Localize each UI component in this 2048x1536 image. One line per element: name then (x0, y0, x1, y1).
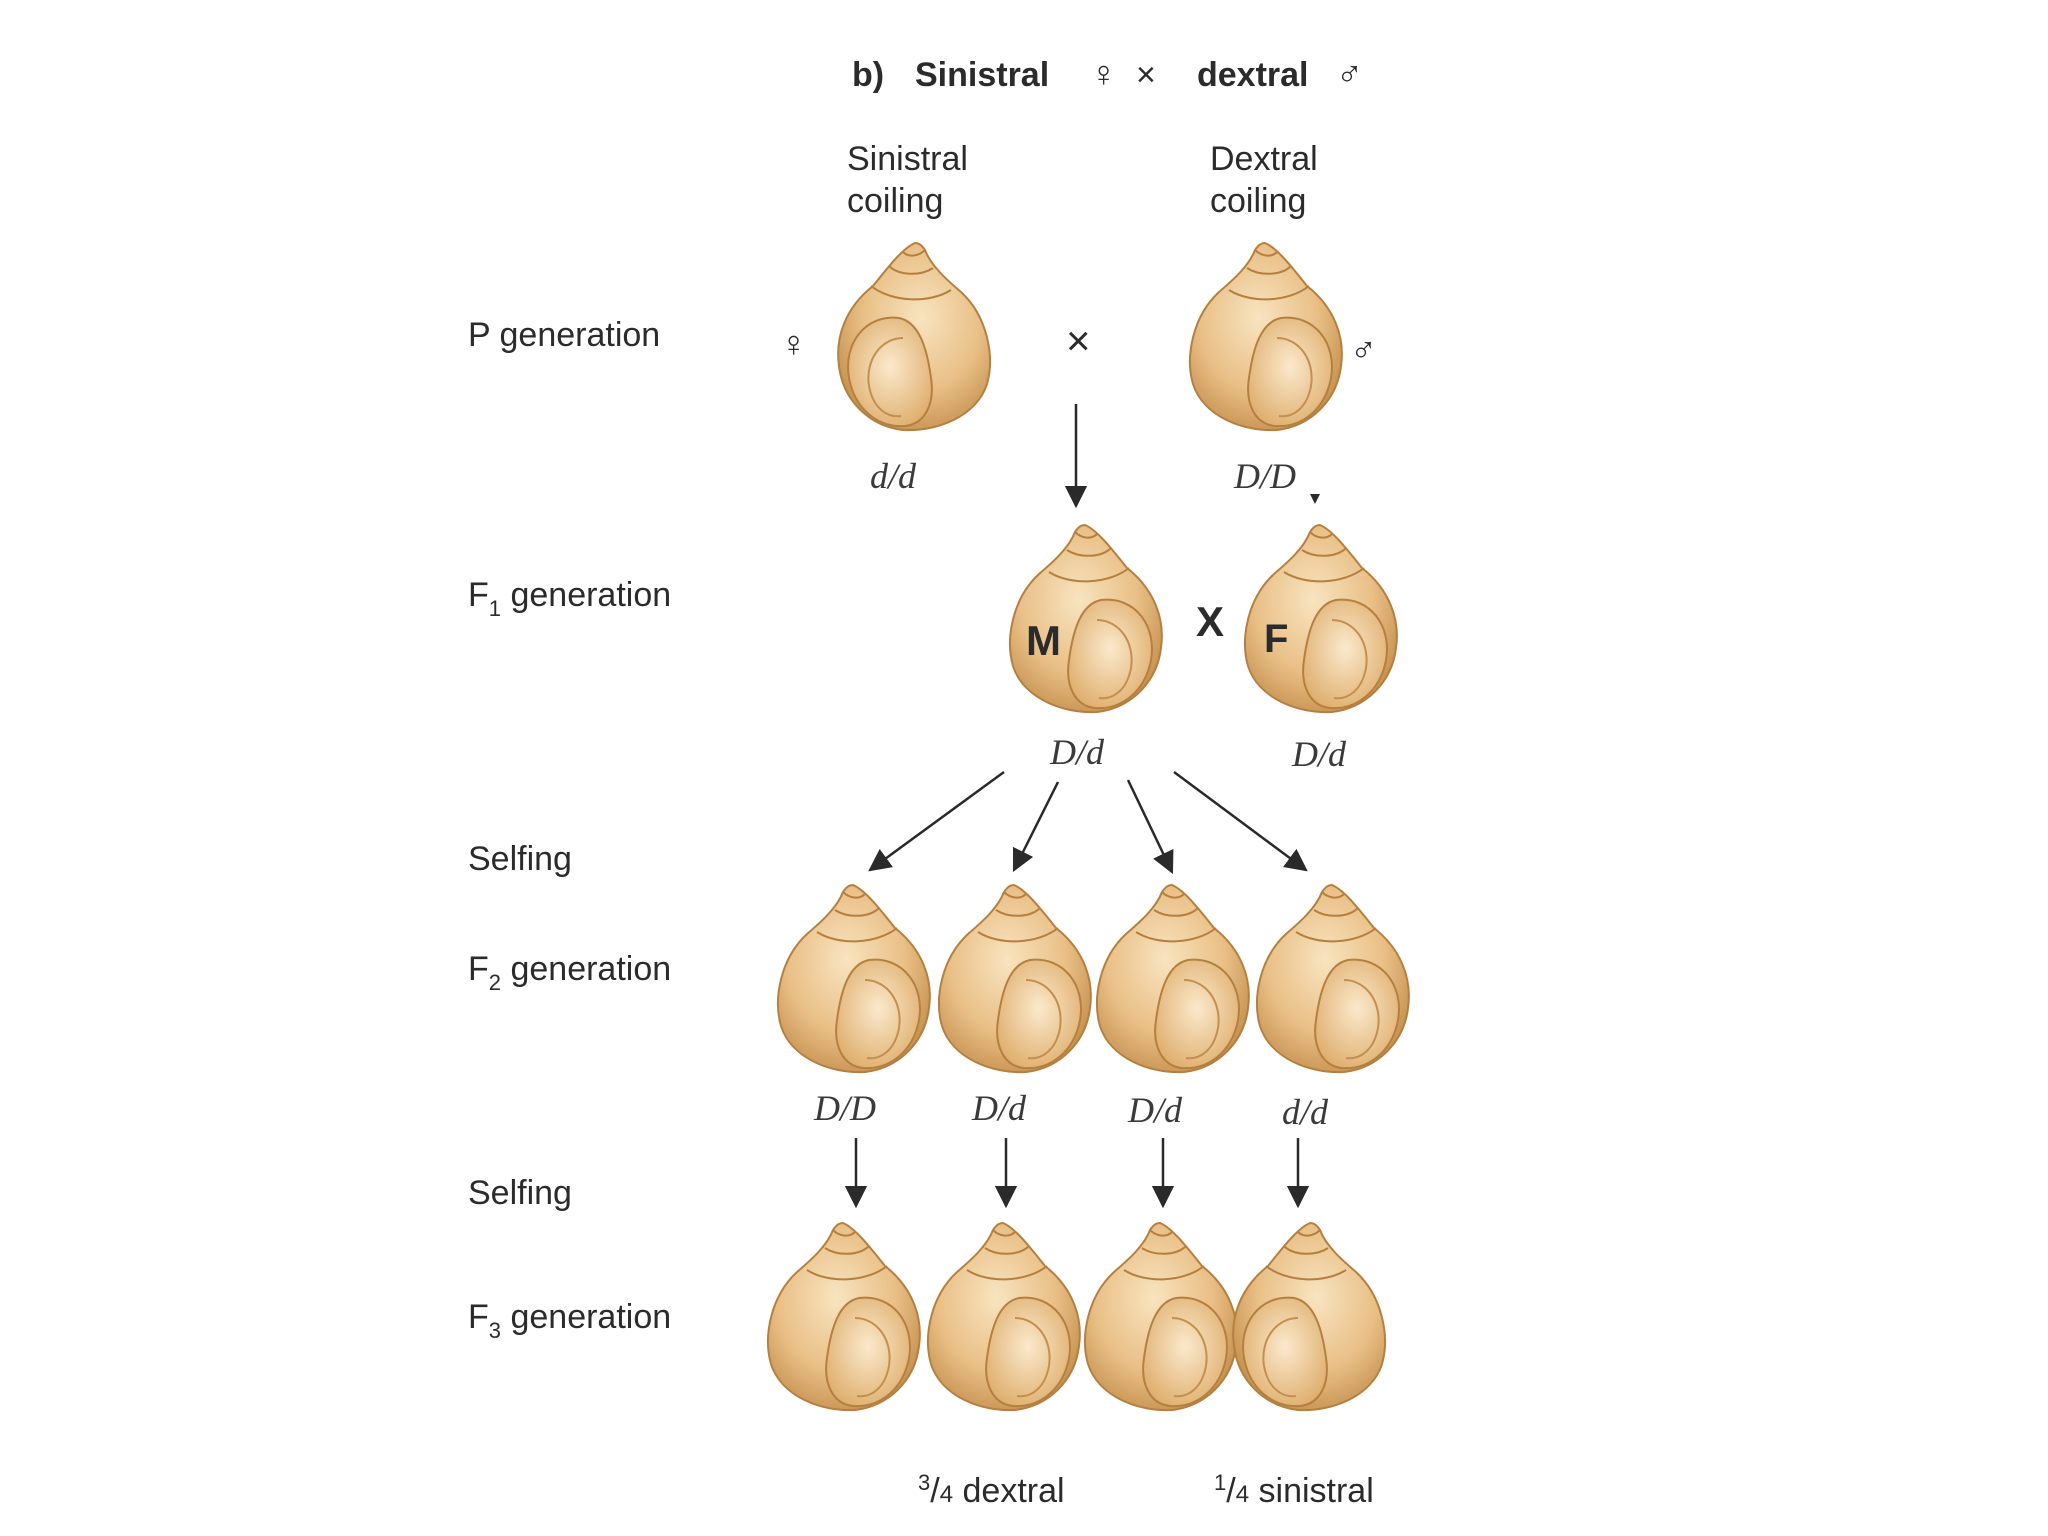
f1-label-m: M (1026, 617, 1061, 664)
title-female-parent: Sinistral (915, 56, 1049, 94)
f2-genotype-1: D/D (813, 1088, 876, 1128)
figure-title: b) Sinistral ♀ × dextral ♂ (852, 53, 1363, 94)
row-label-f1-generation: F1 generation (468, 576, 671, 621)
p-left-genotype: d/d (870, 456, 917, 496)
title-cross-symbol: × (1136, 56, 1156, 94)
row-label-p-generation: P generation (468, 316, 660, 354)
f1-label-f: F (1264, 617, 1288, 661)
header-sinistral-line2: coiling (847, 182, 943, 220)
p-dextral-shell (1189, 242, 1343, 432)
panel-label: b) (852, 56, 884, 94)
f1-cross-x: X (1196, 598, 1224, 645)
row-label-selfing-2: Selfing (468, 1174, 572, 1212)
f2-shell-3 (1096, 884, 1250, 1074)
f2-shell-2 (938, 884, 1092, 1074)
row-label-selfing-1: Selfing (468, 840, 572, 878)
header-dextral-line1: Dextral (1210, 140, 1318, 178)
f3-shell-4-sinistral (1233, 1223, 1385, 1410)
f2-genotype-4: d/d (1282, 1092, 1329, 1132)
row-label-f2-generation: F2 generation (468, 950, 671, 995)
ratio-dextral: 3/4 dextral (918, 1470, 1065, 1510)
f2-genotype-3: D/d (1127, 1090, 1183, 1130)
p-sinistral-shell (838, 243, 990, 430)
f3-shell-3 (1084, 1222, 1238, 1412)
header-dextral-line2: coiling (1210, 182, 1306, 220)
p-female-symbol: ♀ (780, 323, 807, 364)
f1-right-genotype: D/d (1291, 734, 1347, 774)
p-right-genotype: D/D (1233, 456, 1296, 496)
f1-left-genotype: D/d (1049, 732, 1105, 772)
header-sinistral-line1: Sinistral (847, 140, 968, 178)
f3-shell-1 (767, 1222, 921, 1412)
f3-shell-2 (927, 1222, 1081, 1412)
p-male-symbol: ♂ (1350, 329, 1377, 370)
arrow-f1-to-f2-4 (1173, 770, 1308, 872)
arrow-f1-to-f2-3 (1126, 779, 1174, 875)
arrow-f1-to-f2-2 (1012, 781, 1060, 873)
title-female-symbol: ♀ (1090, 53, 1117, 94)
ratio-sinistral: 1/4 sinistral (1214, 1470, 1374, 1510)
arrow-f1-to-f2-1 (868, 770, 1005, 872)
row-label-f3-generation: F3 generation (468, 1298, 671, 1343)
f2-shell-1 (777, 884, 931, 1074)
title-male-symbol: ♂ (1336, 53, 1363, 94)
small-marker (1310, 494, 1320, 504)
title-male-parent: dextral (1197, 56, 1309, 94)
f2-genotype-2: D/d (971, 1088, 1027, 1128)
p-cross-symbol: × (1066, 317, 1091, 364)
f2-shell-4 (1256, 884, 1410, 1074)
